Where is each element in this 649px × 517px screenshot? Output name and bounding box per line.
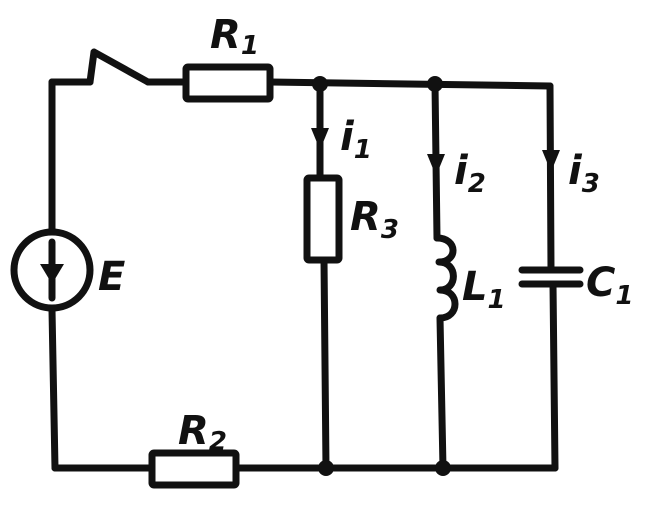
wire-branch-c1-upper: [546, 82, 555, 274]
wire-branch-c1-lower: [549, 280, 559, 472]
wire-branch-r3-lower: [320, 256, 330, 472]
inductor-l1: [433, 234, 459, 322]
resistor-r2: [148, 449, 240, 489]
voltage-source-e: [10, 228, 94, 312]
label-l1: L1: [462, 264, 506, 315]
label-i2: i2: [454, 148, 486, 199]
label-e: E: [98, 254, 125, 300]
current-arrow-i1: [311, 128, 329, 150]
wire-branch-l1-lower: [436, 314, 447, 472]
label-i3: i3: [568, 148, 600, 199]
label-c1: C1: [586, 260, 633, 311]
junction-bottom-l1: [435, 460, 451, 476]
wire-left-lower: [48, 306, 59, 472]
label-i1: i1: [340, 114, 372, 165]
resistor-r1: [182, 63, 274, 103]
capacitor-c1: [518, 266, 584, 288]
current-arrow-i3: [542, 150, 560, 172]
label-r2: R2: [178, 408, 227, 457]
switch-blade: [86, 48, 152, 86]
junction-bottom-r3: [318, 460, 334, 476]
junction-top-r3: [312, 76, 328, 92]
label-r3: R3: [350, 194, 399, 245]
junction-top-l1: [427, 76, 443, 92]
resistor-r3: [303, 174, 343, 264]
current-arrow-i2: [427, 154, 445, 176]
label-r1: R1: [210, 12, 259, 61]
